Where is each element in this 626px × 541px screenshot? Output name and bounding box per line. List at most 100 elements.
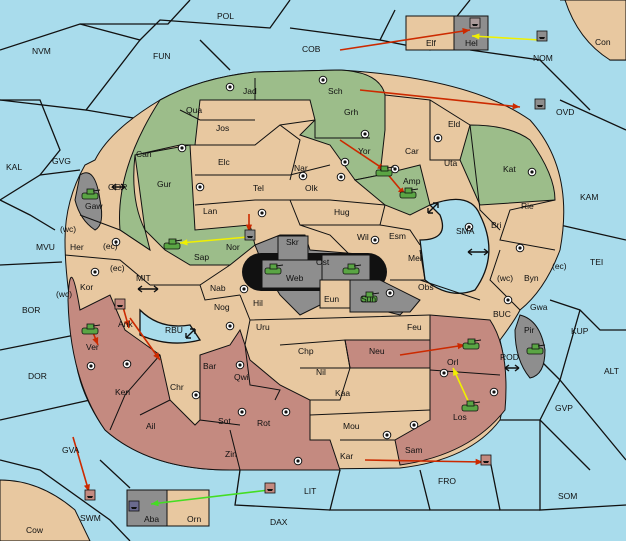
supply-center-icon — [225, 82, 235, 92]
land-cow — [0, 479, 91, 541]
sea-label-nvm: NVM — [32, 46, 51, 56]
sea-label-tei: TEI — [590, 257, 603, 267]
army-unit-icon[interactable] — [264, 263, 284, 275]
land-label-eld: Eld — [448, 119, 461, 129]
fleet-unit-icon[interactable] — [84, 489, 96, 501]
land-label-amp: Amp — [403, 176, 421, 186]
land-label-sam: Sam — [405, 445, 422, 455]
fleet-unit-icon[interactable] — [536, 30, 548, 42]
land-label-bar: Bar — [203, 361, 216, 371]
land-label-esm: Esm — [389, 231, 406, 241]
sea-label-lit: LIT — [304, 486, 316, 496]
supply-centers — [86, 75, 537, 466]
coast-note-kor-wc: (wc) — [56, 289, 72, 299]
land-label-sot: Sot — [218, 416, 231, 426]
land-label-kat: Kat — [503, 164, 516, 174]
army-unit-icon[interactable] — [342, 263, 362, 275]
land-label-hil: Hil — [253, 298, 263, 308]
land-label-pir: Pir — [524, 325, 535, 335]
army-unit-icon[interactable] — [461, 400, 481, 412]
supply-center-icon — [90, 267, 100, 277]
land-con — [560, 0, 626, 61]
coast-note-byn-wc: (wc) — [497, 273, 513, 283]
land-label-elf: Elf — [426, 38, 437, 48]
land-label-hel: Hel — [465, 38, 478, 48]
land-label-jad: Jad — [243, 86, 257, 96]
land-label-qua: Qua — [186, 105, 202, 115]
strait-sma-arrow — [427, 202, 439, 214]
supply-center-icon — [257, 208, 267, 218]
land-label-con: Con — [595, 37, 611, 47]
supply-center-icon — [340, 157, 350, 167]
sea-label-gva: GVA — [62, 445, 80, 455]
move-order-arrow — [245, 214, 253, 232]
land-hel — [453, 15, 489, 51]
coast-note-her-wc: (wc) — [60, 224, 76, 234]
sea-label-nom: NOM — [533, 53, 553, 63]
sea-label-gvg: GVG — [52, 156, 71, 166]
fleet-unit-icon[interactable] — [114, 298, 126, 310]
army-unit-icon[interactable] — [360, 291, 380, 303]
army-unit-icon[interactable] — [163, 238, 183, 250]
land-label-aba: Aba — [144, 514, 159, 524]
land-label-chp: Chp — [298, 346, 314, 356]
army-unit-icon[interactable] — [375, 165, 395, 177]
supply-center-icon — [318, 75, 328, 85]
supply-center-icon — [464, 222, 474, 232]
army-unit-icon[interactable] — [81, 188, 101, 200]
land-label-zin: Zin — [225, 449, 237, 459]
supply-center-icon — [515, 243, 525, 253]
coast-note-kor-ec: (ec) — [110, 263, 125, 273]
fleet-unit-icon[interactable] — [469, 17, 481, 29]
fleet-unit-icon[interactable] — [128, 500, 140, 512]
land-label-car: Car — [405, 146, 419, 156]
fleet-unit-icon[interactable] — [480, 454, 492, 466]
land-label-grh: Grh — [344, 107, 358, 117]
fleet-unit-icon[interactable] — [534, 98, 546, 110]
supply-center-icon — [237, 407, 247, 417]
supply-center-icon — [433, 133, 443, 143]
land-label-skr: Skr — [286, 237, 299, 247]
land-label-uru: Uru — [256, 322, 270, 332]
army-unit-icon[interactable] — [81, 323, 101, 335]
land-skr — [277, 235, 309, 265]
sea-label-sma: SMA — [456, 226, 475, 236]
strait-mit-arrow — [137, 285, 159, 293]
supply-center-icon — [489, 387, 499, 397]
army-unit-icon[interactable] — [399, 187, 419, 199]
move-order-arrow — [122, 306, 130, 329]
supply-center-icon — [225, 321, 235, 331]
fleet-unit-icon[interactable] — [244, 229, 256, 241]
units-layer — [81, 17, 548, 512]
fleet-unit-icon[interactable] — [264, 482, 276, 494]
move-order-arrow — [339, 28, 471, 51]
region-red-southeast — [394, 314, 507, 466]
army-unit-icon[interactable] — [526, 343, 546, 355]
sea-label-dor: DOR — [28, 371, 47, 381]
land-label-sun: Sun — [361, 294, 376, 304]
land-label-ken: Ken — [115, 387, 130, 397]
supply-center-icon — [527, 167, 537, 177]
army-unit-icon[interactable] — [462, 338, 482, 350]
supply-center-icon — [111, 237, 121, 247]
land-label-sap: Sap — [194, 252, 209, 262]
region-red-neu — [344, 339, 431, 369]
sea-label-rbu: RBU — [165, 325, 183, 335]
sea-label-alt: ALT — [604, 366, 619, 376]
land-label-hug: Hug — [334, 207, 350, 217]
supply-center-icon — [293, 456, 303, 466]
land-label-rot: Rot — [257, 418, 271, 428]
supply-center-icon — [195, 182, 205, 192]
land-label-can: Can — [136, 149, 152, 159]
land-label-mel: Mel — [408, 253, 422, 263]
move-order-arrow — [364, 458, 484, 465]
land-label-qwi: Qwi — [234, 372, 249, 382]
land-label-nor: Nor — [226, 242, 240, 252]
land-label-gwa: Gwa — [530, 302, 548, 312]
strait-markers — [111, 183, 520, 372]
labels: POL NVM FUN COB NOM Con OVD KAL GVG GOR … — [6, 11, 619, 535]
sea-label-bor: BOR — [22, 305, 40, 315]
supply-center-icon — [177, 143, 187, 153]
land-label-olk: Olk — [305, 183, 319, 193]
